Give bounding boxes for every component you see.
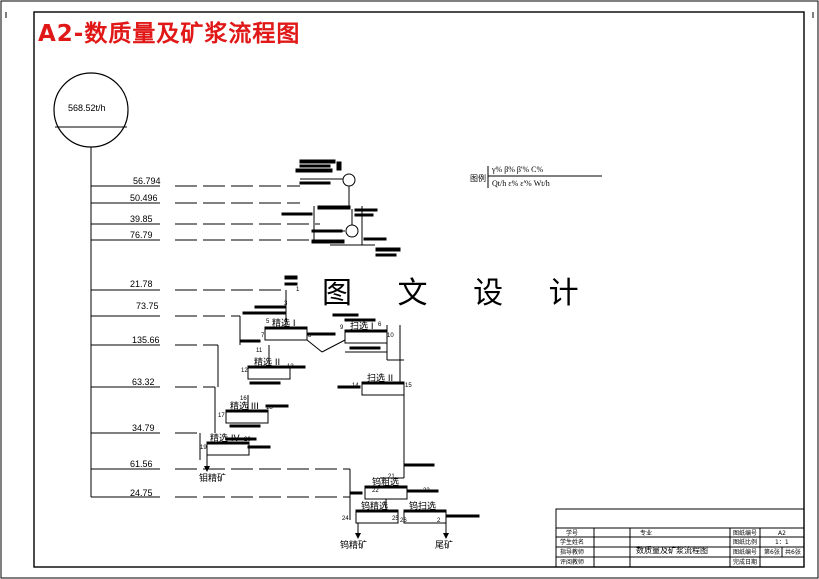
legend-row-1: γ% β% β'% C% [491, 165, 543, 174]
stream-number: 14 [352, 383, 359, 389]
watermark: 图 文 设 计 [318, 268, 601, 312]
legend-label: 图例 [470, 173, 486, 183]
tb-cell: 完成日期 [733, 558, 757, 566]
feed-line-label: 21.78 [130, 279, 153, 289]
stream-number: 7 [261, 333, 265, 339]
tb-drawing-name: 数质量及矿浆流程图 [636, 545, 708, 555]
legend: 图例 γ% β% β'% C% Qt/h ε% ε'% Wt/h [470, 165, 602, 188]
op-label-w-scav: 钨扫选 [409, 500, 436, 512]
tb-cell: 第6张 [764, 548, 780, 556]
stream-number: 3 [284, 301, 288, 307]
feed-line-label: 50.496 [130, 193, 158, 203]
op-label-clean4: 精选 IV [210, 432, 241, 444]
stream-number: 13 [287, 364, 294, 370]
stream-number: 15 [405, 383, 412, 389]
tb-cell: 学生姓名 [560, 538, 584, 546]
op-label-w-rough: 钨粗选 [372, 476, 399, 488]
tb-cell: 图纸比例 [733, 538, 757, 546]
tb-cell: 图纸编号 [733, 529, 757, 537]
stream-number: 12 [241, 368, 248, 374]
legend-row-2: Qt/h ε% ε'% Wt/h [492, 179, 550, 188]
page-title: A2-数质量及矿浆流程图 [38, 21, 301, 47]
tb-cell: 专业 [640, 529, 652, 537]
op-label-scav1: 扫选 I [350, 320, 374, 332]
feed-tonnage: 568.52t/h [68, 103, 106, 113]
stream-number: 20 [244, 437, 251, 443]
product-mo-concentrate: 钼精矿 [199, 472, 226, 484]
inner-border [33, 11, 805, 568]
tb-cell: A2 [778, 530, 786, 537]
stream-number: 11 [256, 348, 263, 354]
stream-number: 26 [400, 518, 407, 524]
tb-cell: 指导教师 [560, 548, 584, 556]
stream-number: 1 [296, 287, 300, 293]
stream-number: 21 [388, 474, 395, 480]
feed-line-label: 135.66 [132, 335, 160, 345]
tb-cell: 图纸编号 [733, 548, 757, 556]
feed-line-label: 39.85 [130, 214, 153, 224]
feed-line-label: 34.79 [132, 423, 155, 433]
op-label-clean3: 精选 III [230, 400, 259, 412]
feed-line-label: 24.75 [130, 488, 153, 498]
stream-number: 10 [387, 333, 394, 339]
stream-number: 19 [200, 445, 207, 451]
feed-line-label: 73.75 [136, 301, 159, 311]
stream-number: 8 [308, 333, 312, 339]
product-tailings: 尾矿 [435, 539, 453, 551]
tb-cell: 评阅教师 [560, 558, 584, 566]
stream-number: 5 [266, 319, 270, 325]
stream-number: 17 [218, 413, 225, 419]
stream-number: 18 [266, 405, 273, 411]
op-label-rougher: 精选 I [272, 317, 296, 329]
op-label-scav2: 扫选 II [367, 372, 393, 384]
stream-number: 22 [372, 488, 379, 494]
op-label-w-clean: 钨精选 [361, 500, 388, 512]
stream-number: 24 [342, 516, 349, 522]
tb-cell: 共6张 [785, 548, 801, 556]
stream-number: 6 [378, 322, 382, 328]
stream-number: 16 [240, 396, 247, 402]
stream-number: 25 [392, 516, 399, 522]
product-w-concentrate: 钨精矿 [340, 539, 367, 551]
tb-cell: 1：1 [775, 539, 789, 546]
stream-number: 9 [340, 325, 344, 331]
feed-line-label: 56.794 [133, 176, 161, 186]
op-label-clean2: 精选 II [254, 356, 280, 368]
stream-number: 2 [437, 518, 441, 524]
tb-cell: 学号 [566, 529, 578, 537]
feed-line-label: 63.32 [132, 377, 155, 387]
stream-number: 23 [423, 488, 430, 494]
feed-line-label: 61.56 [130, 459, 153, 469]
title-block [555, 508, 805, 568]
feed-line-label: 76.79 [130, 230, 153, 240]
